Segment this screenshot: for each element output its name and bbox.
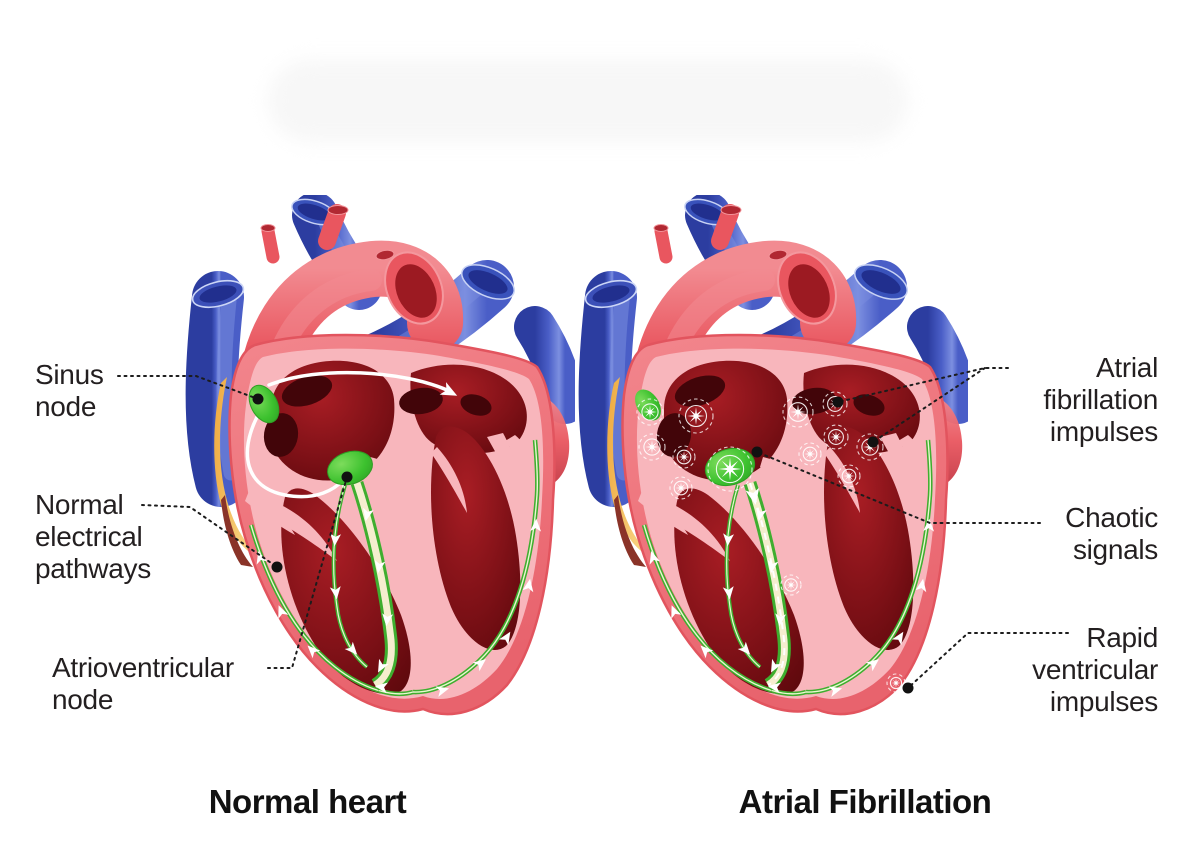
caption-normal-heart: Normal heart: [208, 783, 407, 820]
label-sinus-node: Sinus node: [35, 359, 104, 422]
chaotic-signal-starburst-icon: [886, 673, 906, 693]
chaotic-signal-starburst-icon: [823, 424, 849, 450]
chaotic-signal-starburst-icon: [782, 396, 814, 428]
heart-body: [214, 333, 556, 716]
label-atrial-fibrillation-impulses: Atrial fibrillation impulses: [1043, 352, 1158, 447]
chaotic-signal-starburst-icon: [707, 446, 753, 492]
pulmonary-trunk-opening: [777, 251, 837, 325]
label-chaotic-signals: Chaotic signals: [1065, 502, 1158, 565]
label-normal-electrical-pathways: Normal electrical pathways: [35, 489, 151, 584]
chaotic-signal-starburst-icon: [638, 433, 666, 461]
chaotic-signal-starburst-icon: [672, 445, 696, 469]
heart-body: [607, 333, 949, 716]
chaotic-signal-starburst-icon: [678, 398, 714, 434]
normal-heart-illustration: [185, 192, 586, 780]
chaotic-signal-starburst-icon: [669, 476, 693, 500]
aorta-branches: [260, 204, 349, 264]
label-rapid-ventricular-impulses: Rapid ventricular impulses: [1032, 622, 1158, 717]
removed-watermark-blob: [268, 60, 908, 142]
caption-atrial-fibrillation: Atrial Fibrillation: [738, 783, 992, 820]
pulmonary-trunk-opening: [384, 251, 444, 325]
chaotic-signal-starburst-icon: [636, 398, 664, 426]
label-atrioventricular-node: Atrioventricular node: [52, 652, 234, 715]
aorta-branches: [653, 204, 742, 264]
chaotic-signal-starburst-icon: [780, 574, 802, 596]
afib-heart-illustration: [578, 192, 979, 780]
